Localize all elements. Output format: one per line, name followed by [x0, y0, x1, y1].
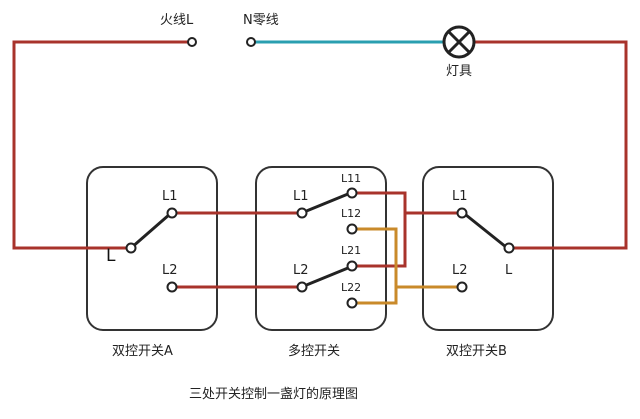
switch-a-l2-terminal [166, 281, 178, 293]
switch-a-common-label: L [106, 246, 116, 266]
multi-l11-terminal [346, 187, 358, 199]
switch-a-l2-label: L2 [162, 263, 178, 278]
multi-switch-lever-2 [303, 266, 349, 288]
multi-l22-terminal [346, 297, 358, 309]
live-terminal [187, 37, 197, 47]
multi-l21-terminal [346, 260, 358, 272]
live-wire [12, 40, 190, 250]
lamp-label: 灯具 [446, 64, 472, 79]
switch-b-l2-label: L2 [452, 263, 468, 278]
diagram-caption: 三处开关控制一盏灯的原理图 [189, 386, 358, 402]
multi-l1-terminal [296, 207, 308, 219]
switch-b-lever [465, 213, 507, 249]
switch-a-common-terminal [125, 242, 137, 254]
switch-a-name: 双控开关A [112, 344, 173, 359]
switch-b-l2-terminal [456, 281, 468, 293]
wire-l11-b-l1 [355, 191, 459, 215]
wire-l21 [355, 213, 407, 268]
wire-l12-b-l2 [355, 227, 459, 289]
multi-switch-name: 多控开关 [288, 343, 340, 359]
multi-switch-box [255, 166, 387, 331]
multi-l12-terminal [346, 223, 358, 235]
switch-a-l1-terminal [166, 207, 178, 219]
multi-l2-label: L2 [293, 263, 309, 278]
multi-l12-label: L12 [341, 207, 361, 220]
switch-a-l1-label: L1 [162, 189, 178, 204]
multi-switch-lever-1 [303, 192, 349, 214]
lamp-return-wire [474, 40, 628, 250]
switch-b-name: 双控开关B [446, 344, 507, 359]
multi-l22-label: L22 [341, 281, 361, 294]
multi-l1-label: L1 [293, 189, 309, 204]
switch-b-common-terminal [503, 242, 515, 254]
multi-l2-terminal [296, 281, 308, 293]
neutral-terminal [246, 37, 256, 47]
multi-l11-label: L11 [341, 172, 361, 185]
switch-b-common-label: L [505, 263, 513, 278]
switch-b-l1-label: L1 [452, 189, 468, 204]
switch-a-lever [130, 212, 171, 250]
neutral-wire-label: N零线 [243, 13, 279, 28]
multi-l21-label: L21 [341, 244, 361, 257]
lamp-cross-b [447, 30, 471, 54]
wire-l22 [355, 287, 398, 305]
live-wire-label: 火线L [160, 13, 194, 28]
switch-b-l1-terminal [456, 207, 468, 219]
